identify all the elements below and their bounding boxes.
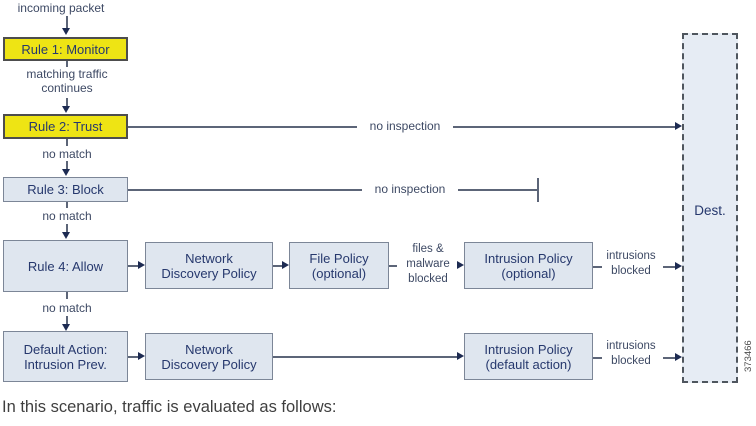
connector-rule1-rule2 (66, 98, 68, 106)
intrusions-blocked-label-2: intrusions blocked (606, 340, 656, 367)
incoming-packet-label: incoming packet (17, 1, 105, 15)
file-policy-box: File Policy (optional) (289, 242, 389, 289)
arrowhead-down-icon (62, 169, 70, 176)
no-match-label-2: no match (42, 209, 92, 223)
arrowhead-right-icon (675, 262, 682, 270)
connector-rule3-rule4 (66, 224, 68, 232)
matching-traffic-label: matching traffic continues (26, 67, 108, 95)
connector-rule4-out (66, 292, 68, 299)
intrusion-policy-optional-box: Intrusion Policy (optional) (464, 242, 593, 289)
connector-intrusion2-stub (593, 357, 602, 359)
arrowhead-right-icon (675, 353, 682, 361)
connector-default-ndp2 (128, 356, 139, 358)
destination-label: Dest. (694, 203, 726, 218)
arrowhead-down-icon (62, 232, 70, 239)
rule2-trust-box: Rule 2: Trust (3, 114, 128, 139)
rule3-block-box: Rule 3: Block (3, 177, 128, 202)
arrowhead-right-icon (457, 352, 464, 360)
scenario-caption: In this scenario, traffic is evaluated a… (2, 398, 337, 416)
connector-rule4-ndp (128, 265, 139, 267)
no-inspection-label-trust: no inspection (357, 119, 453, 133)
files-malware-blocked-label: files & malware blocked (397, 242, 459, 287)
connector-rule2-out (66, 139, 68, 146)
rule1-monitor-box: Rule 1: Monitor (3, 37, 128, 61)
connector-intrusion-dest (663, 266, 676, 268)
destination-box: Dest. (682, 33, 738, 383)
arrowhead-right-icon (138, 261, 145, 269)
intrusion-policy-default-box: Intrusion Policy (default action) (464, 333, 593, 380)
intrusions-blocked-label-1: intrusions blocked (606, 250, 656, 277)
no-match-label-1: no match (42, 147, 92, 161)
arrowhead-right-icon (138, 352, 145, 360)
network-discovery-policy-box-1: Network Discovery Policy (145, 242, 273, 289)
rule4-allow-box: Rule 4: Allow (3, 240, 128, 292)
connector-ndp2-intrusion (273, 356, 458, 358)
connector-rule1-out (66, 61, 68, 67)
arrowhead-down-icon (62, 28, 70, 35)
connector-intrusion2-dest (663, 357, 676, 359)
connector-rule3-out (66, 202, 68, 208)
connector-rule2-rule3 (66, 161, 68, 169)
arrowhead-right-icon (457, 261, 464, 269)
arrowhead-right-icon (675, 122, 682, 130)
connector-rule4-default (66, 316, 68, 324)
arrowhead-right-icon (282, 261, 289, 269)
default-action-box: Default Action: Intrusion Prev. (3, 331, 128, 382)
connector-rule3-blocked (128, 189, 538, 191)
no-match-label-3: no match (42, 301, 92, 315)
connector-ndp-filepolicy (273, 265, 283, 267)
blocked-terminator-bar (537, 178, 539, 202)
arrowhead-down-icon (62, 324, 70, 331)
arrowhead-down-icon (62, 106, 70, 113)
no-inspection-label-block: no inspection (362, 182, 458, 196)
network-discovery-policy-box-2: Network Discovery Policy (145, 333, 273, 380)
connector-incoming (66, 16, 68, 29)
figure-number: 373466 (743, 340, 754, 372)
connector-intrusion-stub (593, 266, 602, 268)
